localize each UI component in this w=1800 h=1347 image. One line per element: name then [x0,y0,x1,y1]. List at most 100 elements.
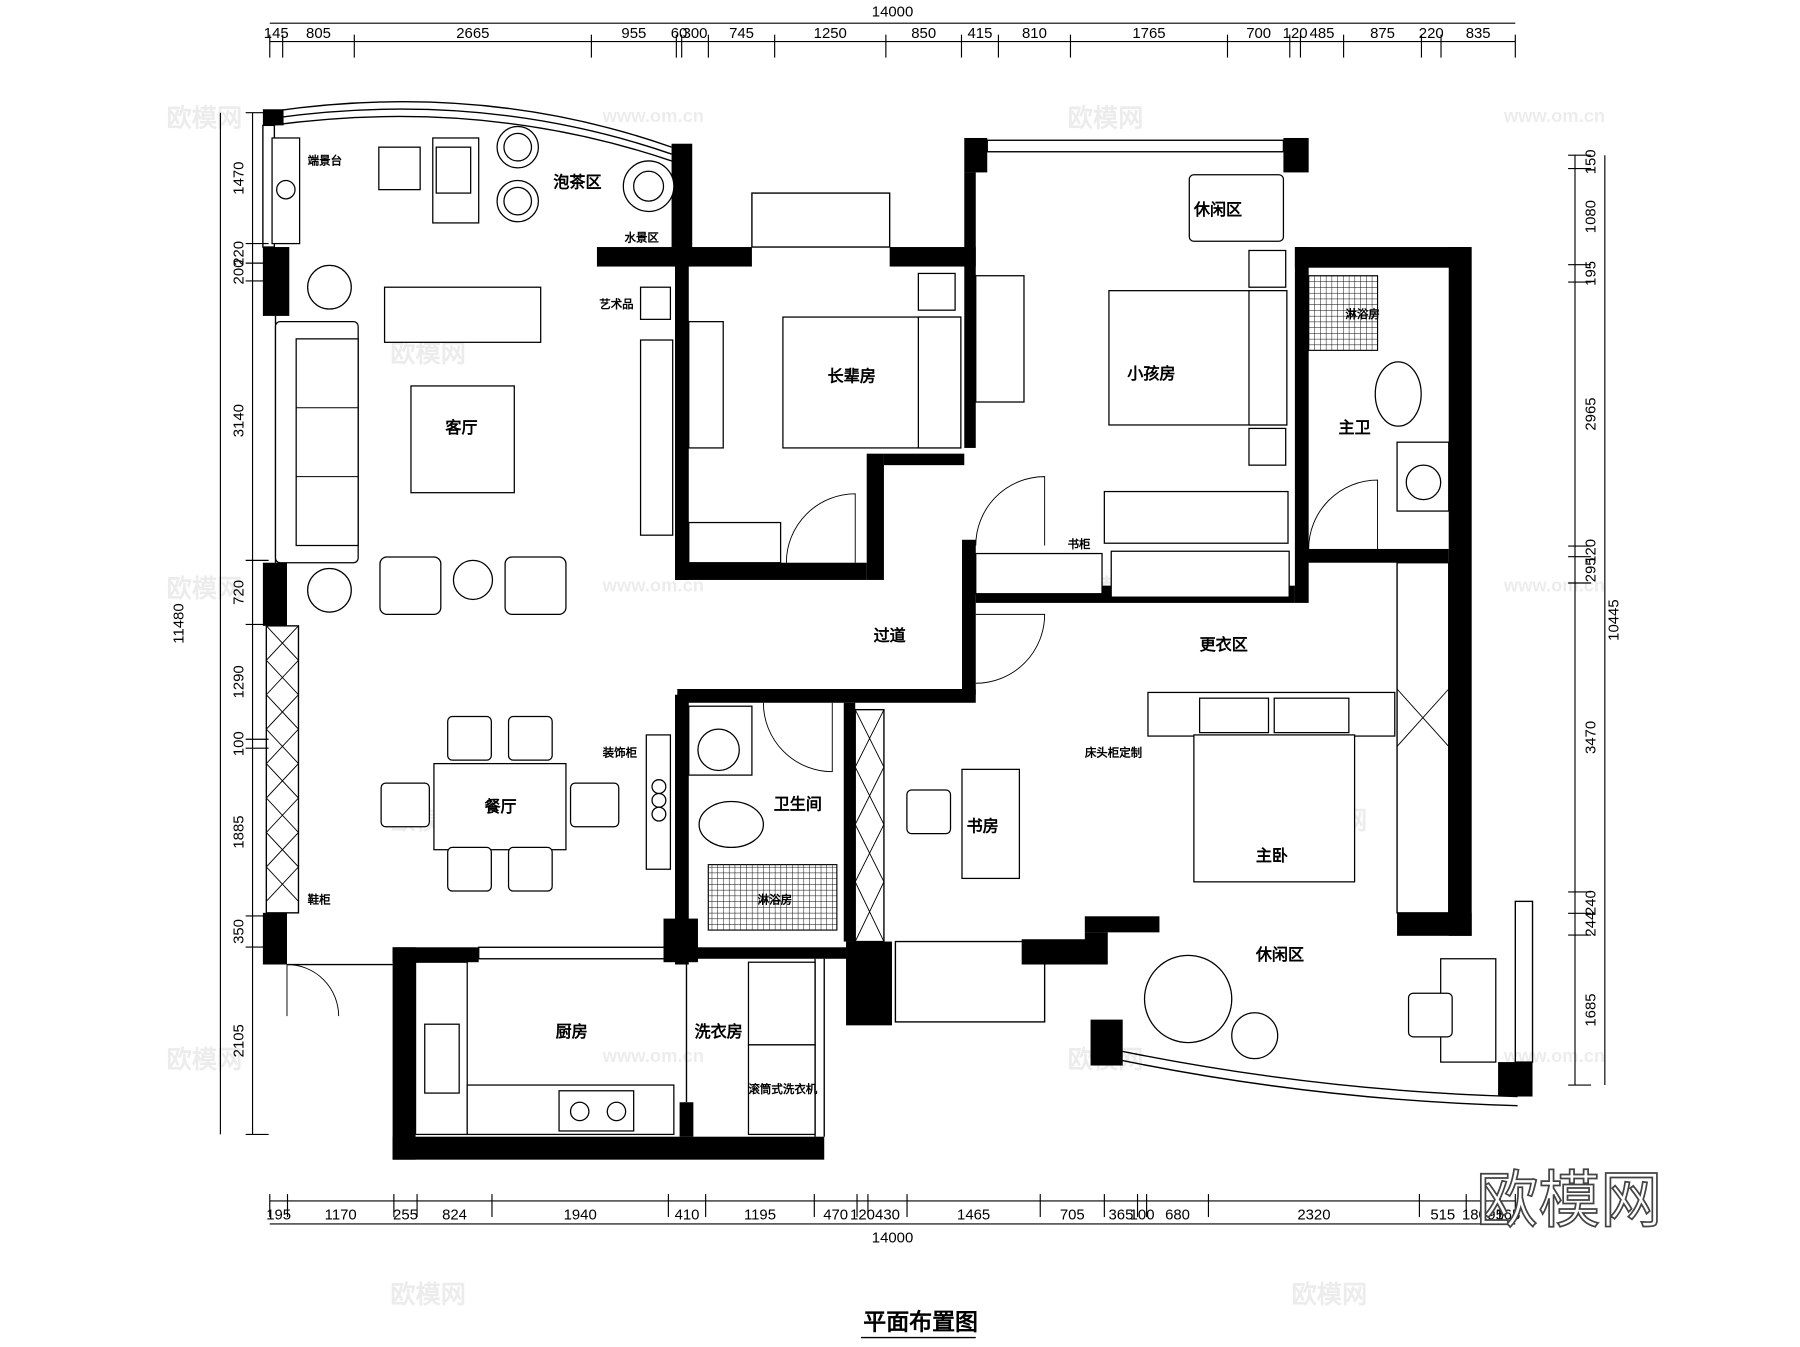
label-laundry: 洗衣房 [695,1022,743,1041]
dimension-label: 2320 [1297,1206,1330,1223]
dimension-label: 120 [1583,539,1600,564]
armchair [504,556,567,616]
watermark-url: www.om.cn [1503,105,1605,126]
dimension-label: 485 [1310,25,1335,42]
plant-icon [276,179,296,200]
watermark-text: 欧模网 [390,1280,466,1309]
label-living-room: 客厅 [445,418,477,437]
label-corridor: 过道 [874,626,906,645]
dimension-label: 955 [621,25,646,42]
dimension-label: 1080 [1583,200,1600,233]
washing-machine [747,1044,816,1136]
master-wardrobe [1396,562,1450,914]
dimension-label: 805 [306,25,331,42]
floor-lamp-icon [307,264,352,310]
label-art-piece: 艺术品 [599,297,633,311]
furniture [271,125,1497,1136]
dimension-label: 295 [1583,557,1600,582]
label-bookcase: 书柜 [1068,537,1091,551]
label-shower: 淋浴房 [758,893,792,907]
label-master-bath: 主卫 [1339,418,1371,437]
dimension-label: 430 [875,1206,900,1223]
dimension-label: 1465 [957,1206,990,1223]
dimension-label: 180 [1462,1206,1487,1223]
dimension-label: 150 [1583,149,1600,174]
dimension-label: 195 [1583,261,1600,286]
armchair [379,556,442,616]
dimension-label: 700 [1246,25,1271,42]
dimension-label: 350 [230,919,247,944]
sink-icon [1405,464,1442,501]
label-washing-machine: 滚筒式洗衣机 [748,1082,817,1096]
dimension-label: 220 [1419,25,1444,42]
drawing-title: 平面布置图 [863,1309,978,1336]
dimension-label: 120 [1283,25,1308,42]
dimension-label: 200 [230,260,247,285]
label-bathroom: 卫生间 [774,795,822,814]
dimension-label: 300 [683,25,708,42]
watermark-url: www.om.cn [602,105,704,126]
watermark-url: www.om.cn [1503,1045,1605,1066]
watermark-text: 欧模网 [166,103,242,132]
dimension-label: 1765 [1132,25,1165,42]
dimension-label: 1170 [325,1206,357,1223]
label-dressing-area: 更衣区 [1200,635,1248,654]
dimension-label: 220 [230,241,247,266]
dimension-label: 1250 [814,25,847,42]
watermark-text: 欧模网 [1291,1280,1367,1309]
dimension-label: 680 [1165,1206,1190,1223]
art-piece [639,286,672,320]
lounge-chair [1143,954,1233,1044]
bookcase [975,552,1103,595]
dimension-label: 60 [671,25,688,42]
dimension-label: 2665 [456,25,489,42]
sink-icon [697,728,740,772]
dimension-total: 14000 [872,1229,913,1246]
dimension-label: 100 [230,731,247,756]
dimension-label: 720 [230,580,247,605]
dimension-label: 240 [1583,890,1600,915]
dimension-label: 100 [1130,1206,1155,1223]
dimension-label: 145 [264,25,289,42]
watermark-text: 欧模网 [390,339,466,368]
dimension-label: 195 [1479,1206,1504,1223]
label-custom-bedside: 床头柜定制 [1085,746,1142,760]
wardrobe [688,521,782,564]
label-dining-room: 餐厅 [484,797,516,816]
label-leisure-area: 休闲区 [1193,200,1242,219]
dimension-label: 810 [1022,25,1047,42]
desk [975,275,1025,403]
dimension-label: 835 [1466,25,1491,42]
dimension-label: 850 [911,25,936,42]
dimension-label: 2965 [1583,397,1600,430]
watermark-text: 欧模网 [166,1045,242,1074]
dimension-label: 1940 [564,1206,597,1223]
label-master-bedroom: 主卧 [1256,846,1288,865]
dimension-total: 14000 [872,3,913,20]
watermark-text: 欧模网 [166,574,242,603]
dimension-label: 244 [1583,912,1600,937]
sink-icon [424,1023,460,1094]
watermark-text: 欧模网 [1068,103,1144,132]
dimension-label: 165 [1495,1206,1520,1223]
dimension-label: 1195 [744,1206,776,1223]
label-tea-area: 泡茶区 [553,172,601,191]
room-labels: 泡茶区 水景区 端景台 艺术品 客厅 长辈房 小孩房 休闲区 主卫 淋浴房 过道… [308,153,1380,1096]
dimension-label: 195 [266,1206,291,1223]
dimension-label: 365 [1108,1206,1133,1223]
label-decorative-cabinet: 装饰柜 [602,746,638,760]
dining-table [433,762,567,851]
coffee-console [383,286,542,343]
dimension-label: 415 [968,25,993,42]
bedside-cabinet [1147,691,1396,737]
dimension-label: 3140 [230,404,247,437]
bed [1193,734,1356,883]
curved-balcony-window [270,101,672,148]
watermark-url: www.om.cn [602,1045,704,1066]
label-child-room: 小孩房 [1127,364,1175,383]
wardrobe-hatched [854,708,885,943]
shower-area [1308,275,1379,351]
